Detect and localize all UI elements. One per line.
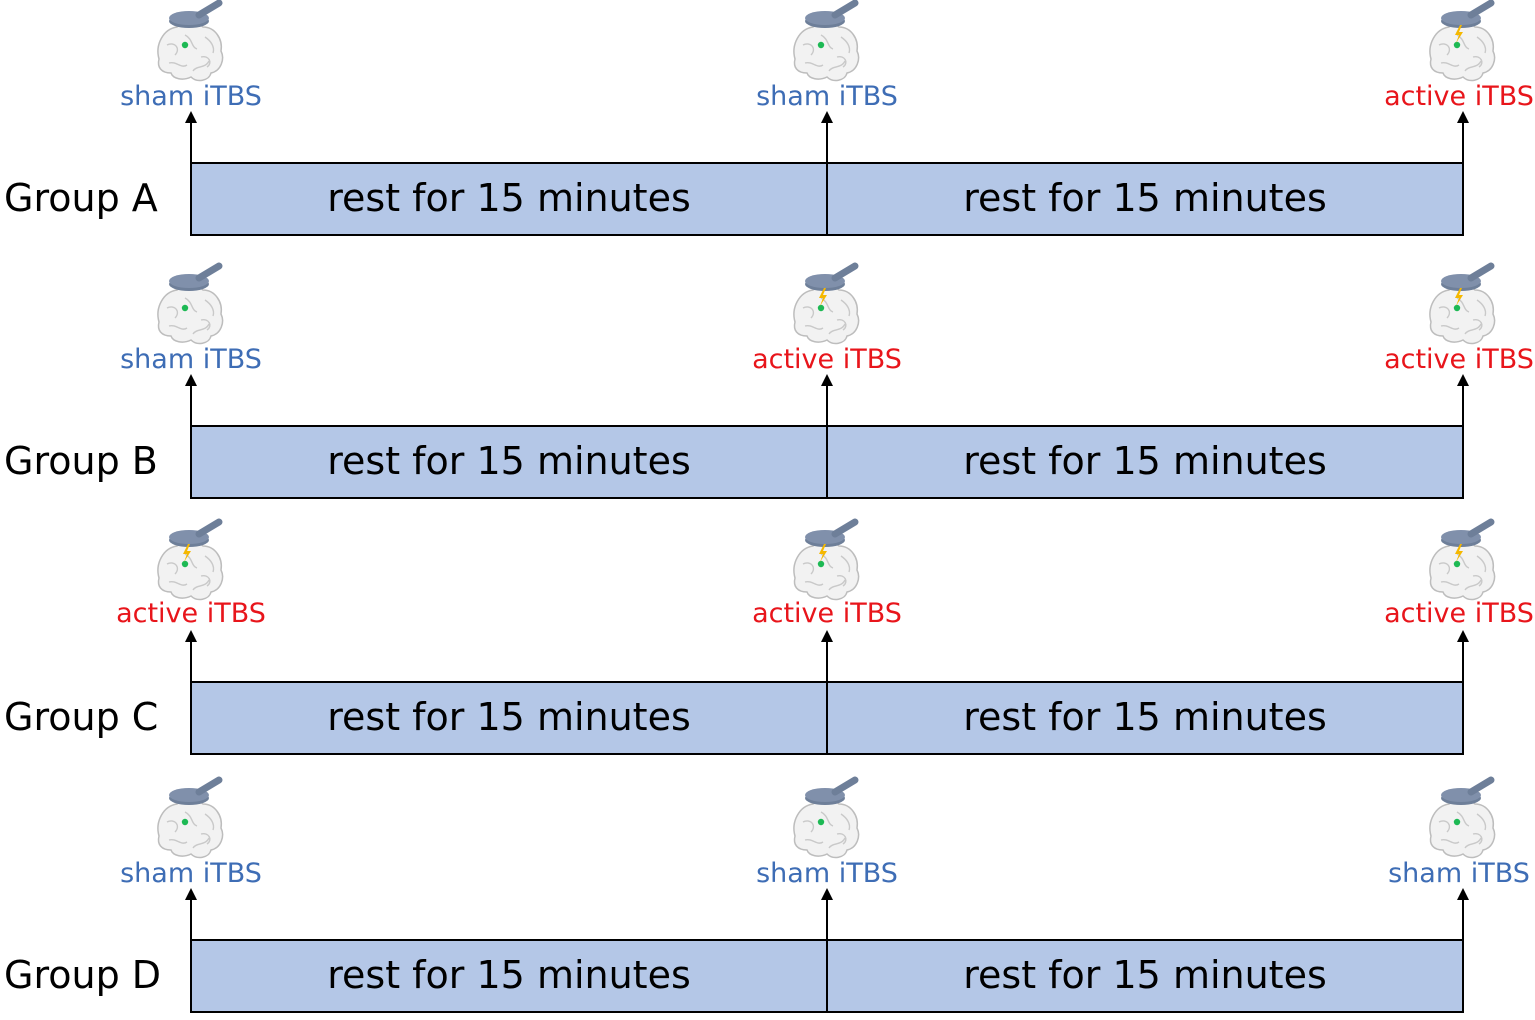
lightning-bolt-icon [1455, 544, 1463, 562]
electrode-dot [1453, 304, 1461, 312]
group-label: Group C [4, 695, 158, 739]
group-label: Group B [4, 439, 158, 483]
electrode-dot [817, 560, 825, 568]
rest-segment-label: rest for 15 minutes [327, 439, 691, 483]
rest-segment [190, 939, 828, 1013]
tms-coil-over-brain-icon [1429, 266, 1496, 345]
tms-coil-over-brain-icon [1429, 522, 1496, 601]
group-row: Group B rest for 15 minutes rest for 15 mi… [4, 266, 1534, 499]
tms-coil-over-brain-icon [793, 522, 860, 601]
rest-segment-label: rest for 15 minutes [327, 953, 691, 997]
stimulation-label: sham iTBS [1388, 858, 1530, 889]
tms-coil-over-brain-icon [1429, 780, 1496, 859]
stimulation-label: sham iTBS [756, 858, 898, 889]
tms-coil-over-brain-icon [157, 780, 224, 859]
lightning-bolt-icon [1455, 288, 1463, 306]
group-label: Group D [4, 953, 161, 997]
stimulation-label: sham iTBS [756, 81, 898, 112]
rest-segment [190, 425, 828, 499]
stimulation-label: sham iTBS [120, 344, 262, 375]
rest-segment [826, 681, 1464, 755]
stimulation-label: sham iTBS [120, 81, 262, 112]
lightning-bolt-icon [819, 544, 827, 562]
stimulation-label: active iTBS [1384, 598, 1534, 629]
stimulation-label: active iTBS [1384, 344, 1534, 375]
group-row: Group D rest for 15 minutes rest for 15 mi… [4, 780, 1530, 1013]
rest-segment-label: rest for 15 minutes [963, 953, 1327, 997]
rest-segment-label: rest for 15 minutes [327, 695, 691, 739]
group-row: Group A rest for 15 minutes rest for 15 mi… [4, 3, 1534, 236]
electrode-dot [181, 41, 189, 49]
electrode-dot [181, 560, 189, 568]
rest-segment-label: rest for 15 minutes [963, 176, 1327, 220]
electrode-dot [817, 304, 825, 312]
lightning-bolt-icon [819, 288, 827, 306]
rest-segment [190, 162, 828, 236]
electrode-dot [1453, 818, 1461, 826]
rest-segment [826, 162, 1464, 236]
stimulation-label: active iTBS [752, 598, 902, 629]
tms-coil-over-brain-icon [793, 266, 860, 345]
tms-coil-over-brain-icon [157, 522, 224, 601]
lightning-bolt-icon [183, 544, 191, 562]
tms-coil-over-brain-icon [793, 780, 860, 859]
stimulation-label: active iTBS [116, 598, 266, 629]
rest-segment [826, 425, 1464, 499]
rest-segment-label: rest for 15 minutes [963, 439, 1327, 483]
stimulation-label: active iTBS [1384, 81, 1534, 112]
tms-coil-over-brain-icon [1429, 3, 1496, 82]
electrode-dot [181, 304, 189, 312]
rest-segment [826, 939, 1464, 1013]
stimulation-label: sham iTBS [120, 858, 262, 889]
group-label: Group A [4, 176, 158, 220]
lightning-bolt-icon [1455, 25, 1463, 43]
electrode-dot [1453, 41, 1461, 49]
electrode-dot [817, 41, 825, 49]
tms-coil-over-brain-icon [157, 3, 224, 82]
electrode-dot [1453, 560, 1461, 568]
rest-segment-label: rest for 15 minutes [963, 695, 1327, 739]
tms-coil-over-brain-icon [157, 266, 224, 345]
tms-coil-over-brain-icon [793, 3, 860, 82]
electrode-dot [817, 818, 825, 826]
stimulation-label: active iTBS [752, 344, 902, 375]
electrode-dot [181, 818, 189, 826]
group-row: Group C rest for 15 minutes rest for 15 mi… [4, 522, 1534, 755]
rest-segment-label: rest for 15 minutes [327, 176, 691, 220]
rest-segment [190, 681, 828, 755]
